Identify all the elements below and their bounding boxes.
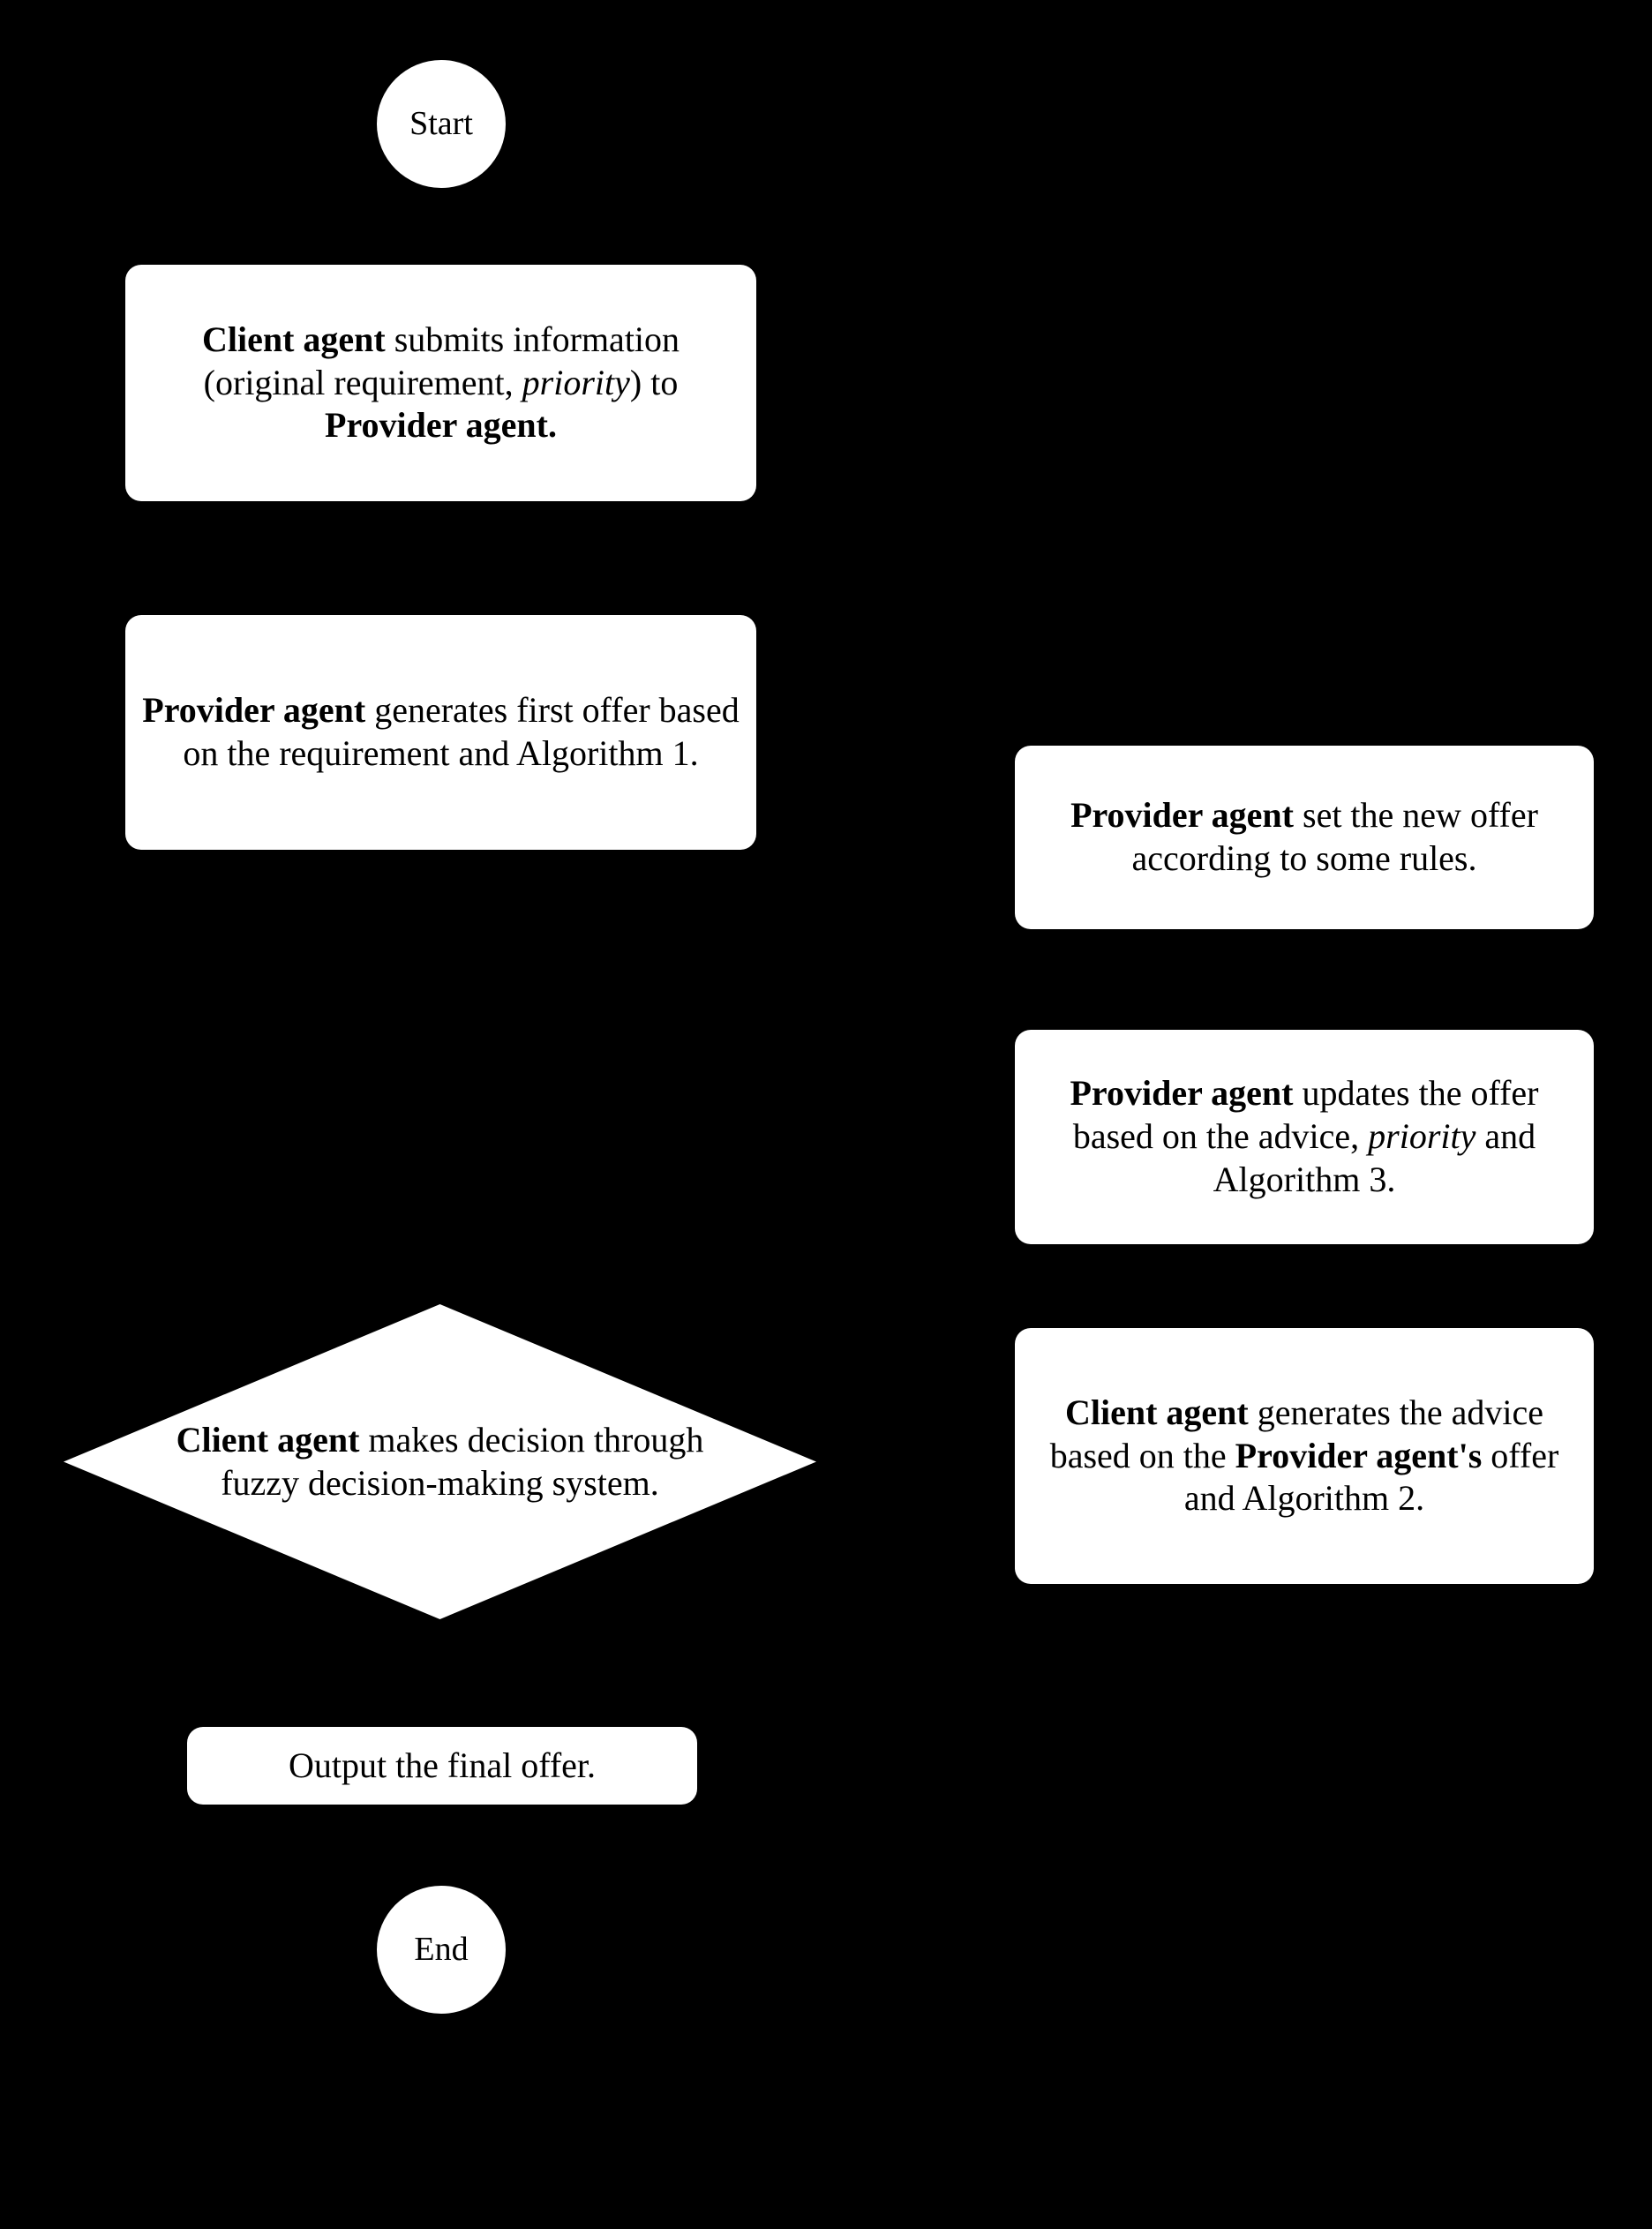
edge-decision-to-client-advice	[816, 1459, 1015, 1462]
node-client-decision[interactable]: Client agent makes decision through fuzz…	[64, 1304, 816, 1619]
node-provider-set-new-offer-label: Provider agent set the new offer accordi…	[1029, 794, 1580, 881]
seg-text: generates the advice based on the	[1049, 1392, 1544, 1475]
node-end-label: End	[414, 1930, 469, 1968]
seg-bold-client-agent: Client agent	[176, 1419, 360, 1460]
edge-decision-to-output	[439, 1619, 443, 1727]
seg-bold-provider-agents: Provider agent's	[1235, 1435, 1483, 1475]
edge-client-submit-to-first-offer	[439, 501, 443, 615]
node-start[interactable]: Start	[377, 60, 506, 188]
edge-client-advice-to-update-offer	[1303, 1244, 1306, 1328]
node-client-decision-label: Client agent makes decision through fuzz…	[146, 1419, 733, 1505]
seg-text: submits information (original requiremen…	[203, 319, 680, 402]
node-client-submit[interactable]: Client agent submits information (origin…	[125, 265, 756, 501]
seg-italic-priority: priority	[1368, 1116, 1476, 1157]
seg-text: and Algorithm 3.	[1213, 1116, 1536, 1199]
node-provider-first-offer[interactable]: Provider agent generates first offer bas…	[125, 615, 756, 850]
node-provider-set-new-offer[interactable]: Provider agent set the new offer accordi…	[1015, 746, 1594, 929]
seg-bold-provider-agent: Provider agent	[142, 690, 366, 731]
edge-first-offer-to-decision	[439, 850, 443, 1304]
node-end[interactable]: End	[377, 1886, 506, 2014]
seg-text: makes decision through fuzzy decision-ma…	[221, 1419, 704, 1503]
seg-text: ) to	[629, 362, 679, 402]
node-client-submit-label: Client agent submits information (origin…	[139, 319, 742, 447]
seg-text: updates the offer based on the advice,	[1072, 1073, 1539, 1157]
node-output-final-offer[interactable]: Output the final offer.	[187, 1727, 697, 1805]
node-provider-update-offer[interactable]: Provider agent updates the offer based o…	[1015, 1030, 1594, 1244]
node-output-final-offer-label: Output the final offer.	[288, 1745, 597, 1785]
edge-output-to-end	[439, 1805, 443, 1886]
seg-bold-provider-agent: Provider agent	[1070, 1073, 1294, 1114]
seg-bold-provider-agent: Provider agent	[1070, 795, 1294, 836]
edge-update-offer-to-set-offer	[1303, 929, 1306, 1030]
node-client-advice-label: Client agent generates the advice based …	[1029, 1392, 1580, 1520]
seg-text: set the new offer according to some rule…	[1131, 795, 1538, 878]
node-client-advice[interactable]: Client agent generates the advice based …	[1015, 1328, 1594, 1584]
seg-bold-client-agent: Client agent	[1064, 1392, 1249, 1432]
seg-italic-priority: priority	[522, 362, 630, 402]
node-provider-update-offer-label: Provider agent updates the offer based o…	[1029, 1072, 1580, 1201]
node-provider-first-offer-label: Provider agent generates first offer bas…	[139, 689, 742, 776]
seg-text: offer and Algorithm 2.	[1183, 1435, 1559, 1519]
node-start-label: Start	[409, 104, 473, 142]
edge-start-to-client-submit	[439, 188, 443, 265]
seg-bold-client-agent: Client agent	[201, 319, 386, 359]
seg-bold-provider-agent: Provider agent.	[325, 405, 557, 446]
seg-text: generates first offer based on the requi…	[183, 690, 740, 773]
